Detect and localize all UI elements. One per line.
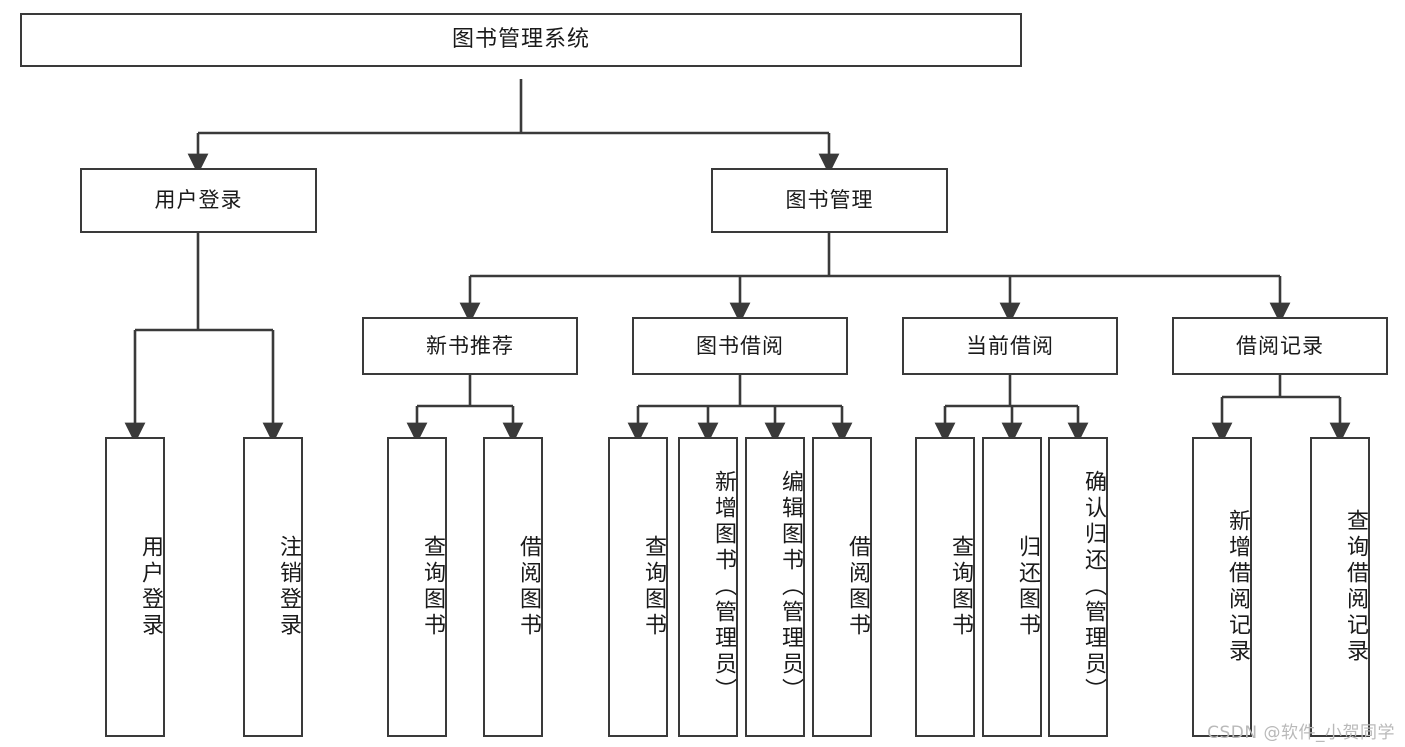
node-label: 查询图书: [420, 535, 445, 639]
node-new-book-recommend[interactable]: 新书推荐: [362, 317, 578, 375]
node-current-borrow[interactable]: 当前借阅: [902, 317, 1118, 375]
node-book-management[interactable]: 图书管理: [711, 168, 948, 233]
leaf-current-borrow-query[interactable]: 查询图书: [915, 437, 975, 737]
leaf-borrow-record-query[interactable]: 查询借阅记录: [1310, 437, 1370, 737]
node-label: 查询图书: [641, 535, 666, 639]
node-user-login[interactable]: 用户登录: [80, 168, 317, 233]
node-borrow-record[interactable]: 借阅记录: [1172, 317, 1388, 375]
leaf-borrow-record-add[interactable]: 新增借阅记录: [1192, 437, 1252, 737]
leaf-current-borrow-confirm-return[interactable]: 确认归还（管理员）: [1048, 437, 1108, 737]
node-root-library-system[interactable]: 图书管理系统: [20, 13, 1022, 67]
node-label: 注销登录: [276, 535, 301, 639]
node-label: 用户登录: [138, 535, 163, 639]
leaf-new-book-borrow[interactable]: 借阅图书: [483, 437, 543, 737]
leaf-book-borrow-query[interactable]: 查询图书: [608, 437, 668, 737]
node-label: 查询借阅记录: [1343, 509, 1368, 665]
leaf-book-borrow-edit[interactable]: 编辑图书（管理员）: [745, 437, 805, 737]
node-label: 查询图书: [948, 535, 973, 639]
leaf-user-login-login[interactable]: 用户登录: [105, 437, 165, 737]
node-label: 借阅图书: [516, 535, 541, 639]
leaf-new-book-query[interactable]: 查询图书: [387, 437, 447, 737]
node-label: 新增图书（管理员）: [711, 470, 736, 704]
node-label: 图书管理系统: [451, 27, 590, 53]
leaf-current-borrow-return[interactable]: 归还图书: [982, 437, 1042, 737]
node-label: 用户登录: [154, 188, 243, 213]
node-label: 借阅图书: [845, 535, 870, 639]
leaf-user-login-logout[interactable]: 注销登录: [243, 437, 303, 737]
node-label: 图书管理: [785, 188, 874, 213]
node-label: 新增借阅记录: [1225, 509, 1250, 665]
node-label: 借阅记录: [1236, 333, 1324, 358]
node-label: 归还图书: [1015, 535, 1040, 639]
leaf-book-borrow-borrow[interactable]: 借阅图书: [812, 437, 872, 737]
watermark: CSDN @软件_小贺同学: [1207, 723, 1395, 743]
node-label: 当前借阅: [966, 333, 1054, 358]
node-label: 新书推荐: [426, 333, 514, 358]
node-label: 确认归还（管理员）: [1081, 470, 1106, 704]
leaf-book-borrow-add[interactable]: 新增图书（管理员）: [678, 437, 738, 737]
node-label: 图书借阅: [696, 333, 784, 358]
node-label: 编辑图书（管理员）: [778, 470, 803, 704]
node-book-borrow[interactable]: 图书借阅: [632, 317, 848, 375]
